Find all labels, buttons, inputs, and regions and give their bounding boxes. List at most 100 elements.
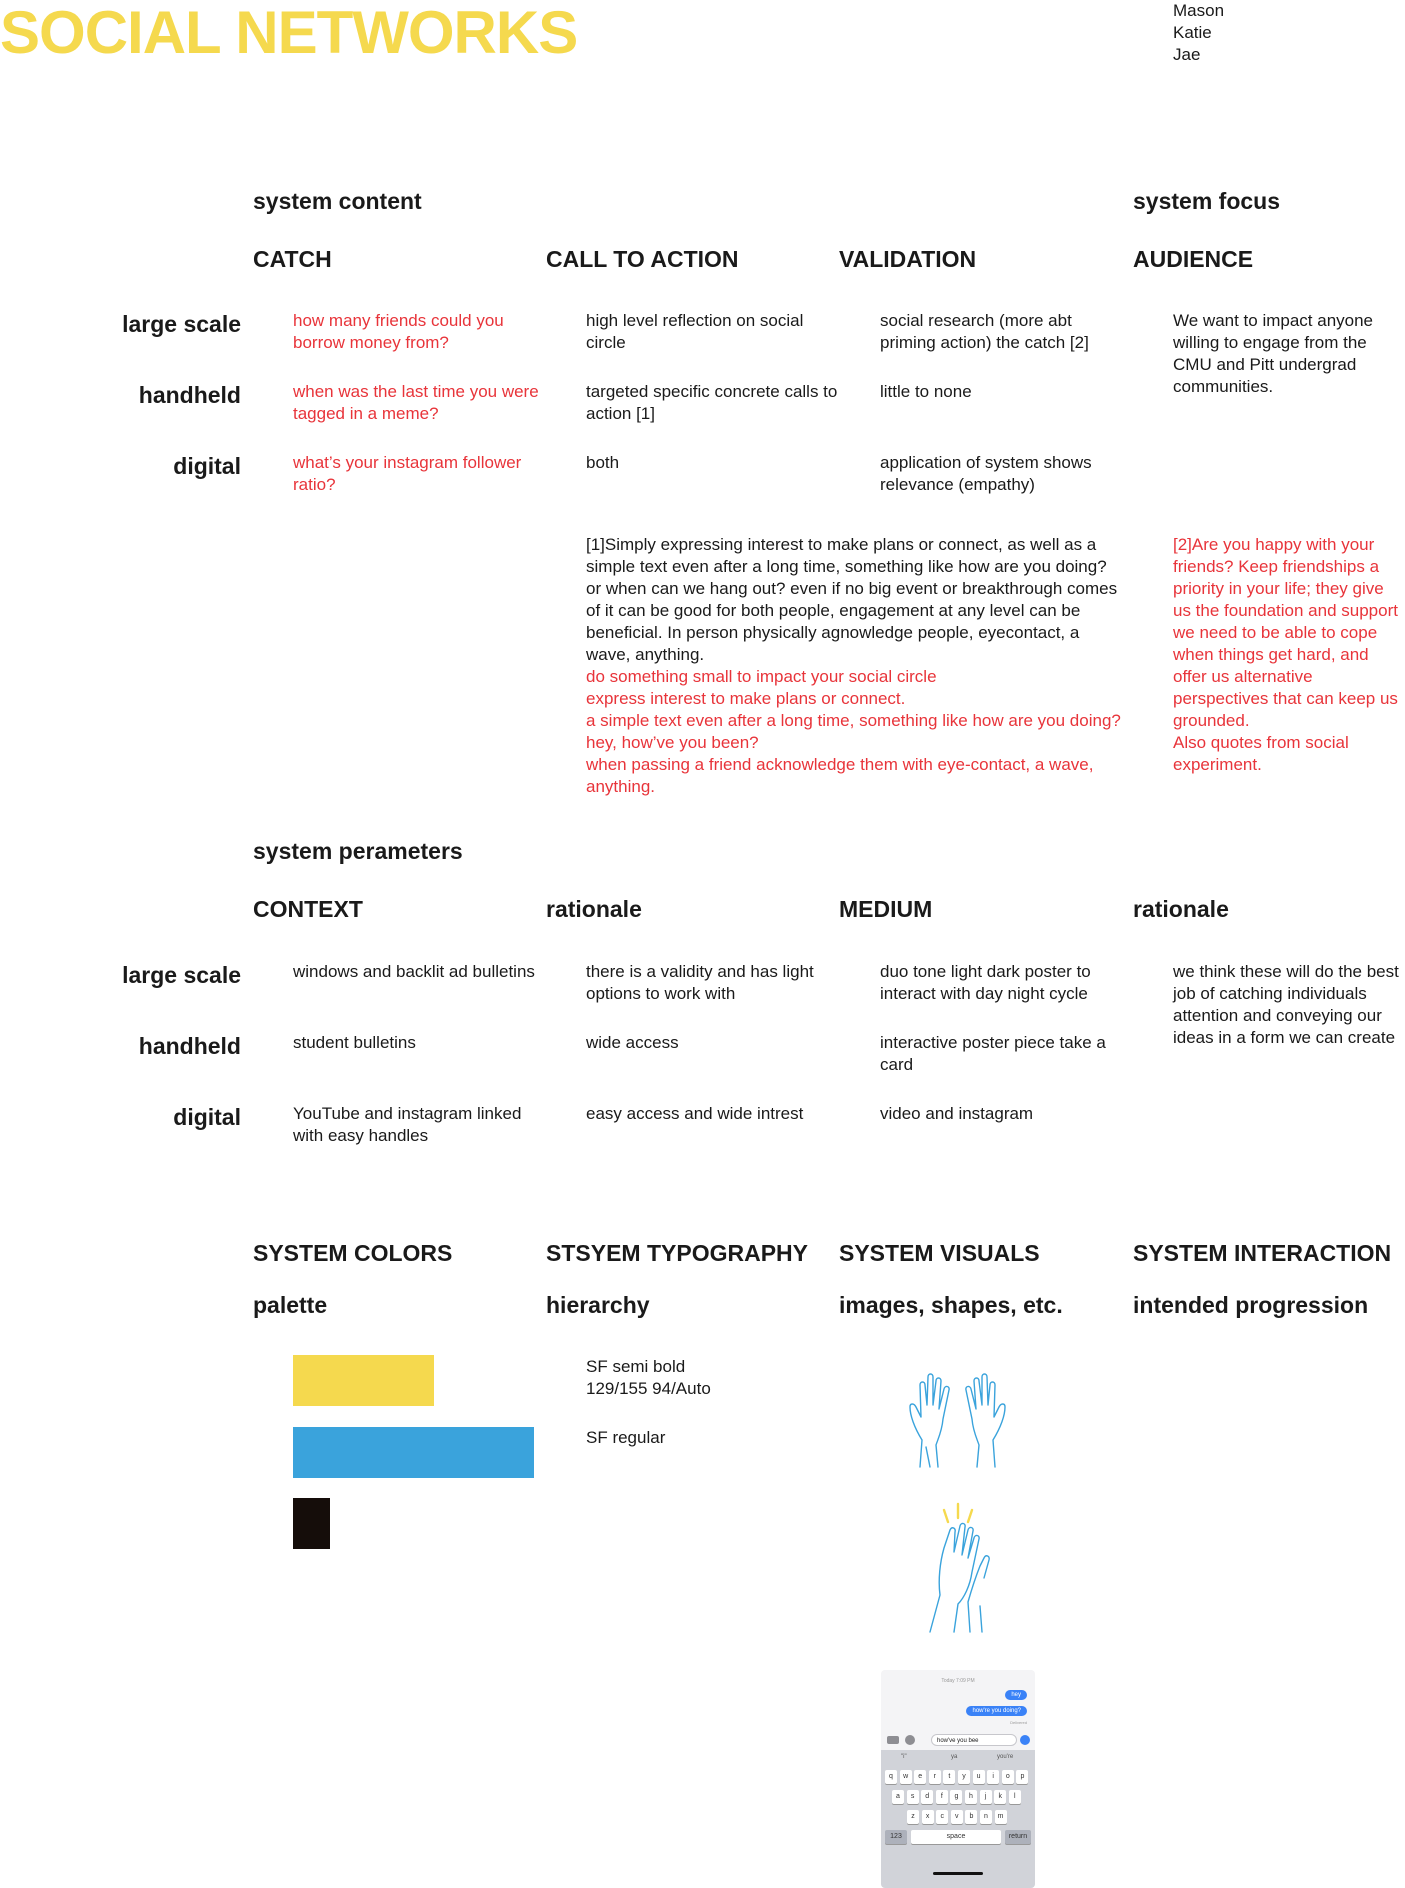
author-name: Jae <box>1173 45 1201 64</box>
row-label-handheld: handheld <box>138 382 241 408</box>
column-header-validation: VALIDATION <box>839 246 977 272</box>
key-m[interactable]: m <box>994 1810 1007 1824</box>
suggestion[interactable]: "i" <box>901 1754 907 1760</box>
key-w[interactable]: w <box>899 1770 912 1784</box>
footnote-1-suggestion: express interest to make plans or connec… <box>586 689 906 708</box>
row-label-large-scale: large scale <box>122 311 241 337</box>
key-g[interactable]: g <box>950 1790 963 1804</box>
typography-secondary: SF regular <box>586 1428 666 1447</box>
message-bubble: how're you doing? <box>966 1706 1027 1716</box>
key-l[interactable]: l <box>1008 1790 1021 1804</box>
typography-primary-spec: 129/155 94/Auto <box>586 1379 711 1398</box>
audience-cell: We want to impact anyone willing to enga… <box>1173 311 1374 396</box>
key-s[interactable]: s <box>906 1790 919 1804</box>
color-swatch-black <box>293 1498 330 1549</box>
key-b[interactable]: b <box>965 1810 978 1824</box>
row-label-large-scale: large scale <box>122 962 241 988</box>
column-header-medium: MEDIUM <box>839 896 933 922</box>
key-space[interactable]: space <box>911 1830 1001 1844</box>
author-name: Katie <box>1173 23 1212 42</box>
column-header-system-visuals: SYSTEM VISUALS <box>839 1240 1040 1266</box>
key-q[interactable]: q <box>885 1770 897 1784</box>
key-j[interactable]: j <box>979 1790 992 1804</box>
key-d[interactable]: d <box>921 1790 934 1804</box>
call-to-action-cell: high level reflection on social circle <box>586 311 804 352</box>
key-e[interactable]: e <box>914 1770 927 1784</box>
medium-rationale-cell: we think these will do the best job of c… <box>1173 962 1399 1047</box>
key-x[interactable]: x <box>921 1810 934 1824</box>
footnote-1-suggestion: a simple text even after a long time, so… <box>586 711 1121 752</box>
medium-cell: interactive poster piece take a card <box>880 1033 1106 1074</box>
column-header-system-typography: STSYEM TYPOGRAPHY <box>546 1240 808 1266</box>
column-header-call-to-action: CALL TO ACTION <box>546 246 739 272</box>
row-label-digital: digital <box>173 1104 241 1130</box>
home-indicator <box>933 1872 983 1875</box>
subheader-palette: palette <box>253 1292 328 1318</box>
message-timestamp: Today 7:09 PM <box>941 1678 975 1684</box>
key-h[interactable]: h <box>965 1790 977 1804</box>
typography-primary: SF semi bold 129/155 94/Auto <box>586 1356 841 1400</box>
author-name: Mason <box>1173 1 1225 20</box>
section-title-system-focus: system focus <box>1133 188 1281 214</box>
column-header-system-interaction: SYSTEM INTERACTION <box>1133 1240 1392 1266</box>
suggestion[interactable]: you're <box>997 1754 1014 1760</box>
column-header-system-colors: SYSTEM COLORS <box>253 1240 453 1266</box>
color-swatch-yellow <box>293 1355 434 1406</box>
key-y[interactable]: y <box>958 1770 970 1784</box>
key-i[interactable]: i <box>987 1770 1000 1784</box>
key-z[interactable]: z <box>907 1810 919 1824</box>
message-input[interactable]: how've you bee <box>931 1734 1017 1746</box>
subheader-hierarchy: hierarchy <box>546 1292 650 1318</box>
high-five-illustration <box>929 1502 990 1633</box>
context-cell: YouTube and instagram linked with easy h… <box>293 1104 522 1145</box>
call-to-action-cell: targeted specific concrete calls to acti… <box>586 382 838 423</box>
key-t[interactable]: t <box>943 1770 956 1784</box>
color-swatch-blue <box>293 1427 534 1478</box>
catch-cell: what’s your instagram follower ratio? <box>293 453 522 494</box>
column-header-catch: CATCH <box>253 246 332 272</box>
catch-cell: how many friends could you borrow money … <box>293 311 504 352</box>
key-v[interactable]: v <box>950 1810 963 1824</box>
typography-primary-name: SF semi bold <box>586 1357 686 1376</box>
subheader-progression: intended progression <box>1133 1292 1369 1318</box>
medium-cell: duo tone light dark poster to interact w… <box>880 962 1091 1003</box>
message-bubble: hey <box>1005 1690 1027 1700</box>
key-numbers[interactable]: 123 <box>885 1830 907 1844</box>
key-a[interactable]: a <box>892 1790 904 1804</box>
key-c[interactable]: c <box>936 1810 949 1824</box>
key-u[interactable]: u <box>972 1770 985 1784</box>
key-r[interactable]: r <box>928 1770 941 1784</box>
section-title-system-parameters: system perameters <box>253 838 463 864</box>
key-n[interactable]: n <box>980 1810 992 1824</box>
key-k[interactable]: k <box>994 1790 1007 1804</box>
catch-cell: when was the last time you were tagged i… <box>293 382 539 423</box>
suggestion[interactable]: ya <box>951 1754 958 1760</box>
medium-cell: video and instagram <box>880 1104 1034 1123</box>
section-title-system-content: system content <box>253 188 422 214</box>
row-label-digital: digital <box>173 453 241 479</box>
author-list: Mason Katie Jae <box>1173 0 1224 66</box>
rationale-cell: wide access <box>586 1033 679 1052</box>
context-cell: windows and backlit ad bulletins <box>293 962 535 981</box>
rationale-cell: there is a validity and has light option… <box>586 962 814 1003</box>
column-header-context: CONTEXT <box>253 896 363 922</box>
camera-icon[interactable] <box>887 1736 899 1744</box>
footnote-1: [1]Simply expressing interest to make pl… <box>586 534 1121 798</box>
footnote-1-text: [1]Simply expressing interest to make pl… <box>586 535 1118 664</box>
predictive-bar: "i" ya you're <box>881 1750 1035 1764</box>
page-title: SOCIAL NETWORKS <box>0 0 578 66</box>
key-o[interactable]: o <box>1001 1770 1014 1784</box>
key-f[interactable]: f <box>935 1790 948 1804</box>
key-p[interactable]: p <box>1016 1770 1029 1784</box>
validation-cell: social research (more abt priming action… <box>880 311 1089 352</box>
app-store-icon[interactable] <box>905 1735 915 1745</box>
call-to-action-cell: both <box>586 453 620 472</box>
footnote-1-suggestion: when passing a friend acknowledge them w… <box>586 755 1094 796</box>
key-return[interactable]: return <box>1005 1830 1031 1844</box>
delivered-label: Delivered <box>1010 1720 1027 1725</box>
column-header-rationale: rationale <box>546 896 642 922</box>
send-icon[interactable] <box>1020 1735 1030 1745</box>
column-header-audience: AUDIENCE <box>1133 246 1254 272</box>
footnote-2: [2]Are you happy with your friends? Keep… <box>1173 535 1398 774</box>
